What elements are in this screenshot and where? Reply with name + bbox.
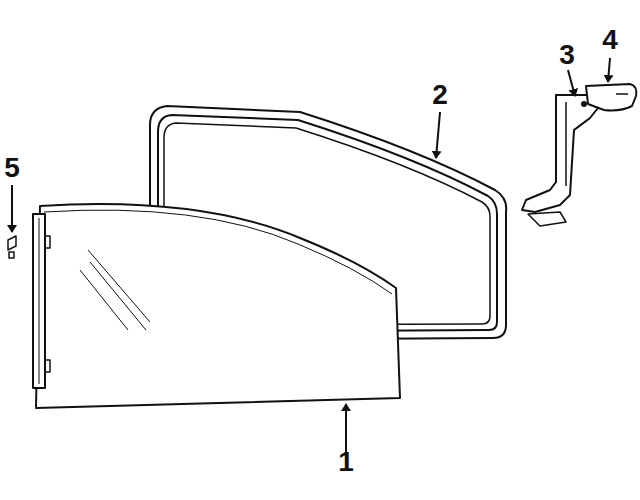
- callout-number: 3: [559, 41, 575, 69]
- callout-number: 4: [602, 26, 618, 54]
- callout-number: 1: [338, 448, 354, 476]
- callout-number: 2: [432, 81, 448, 109]
- callout-number: 5: [4, 154, 20, 182]
